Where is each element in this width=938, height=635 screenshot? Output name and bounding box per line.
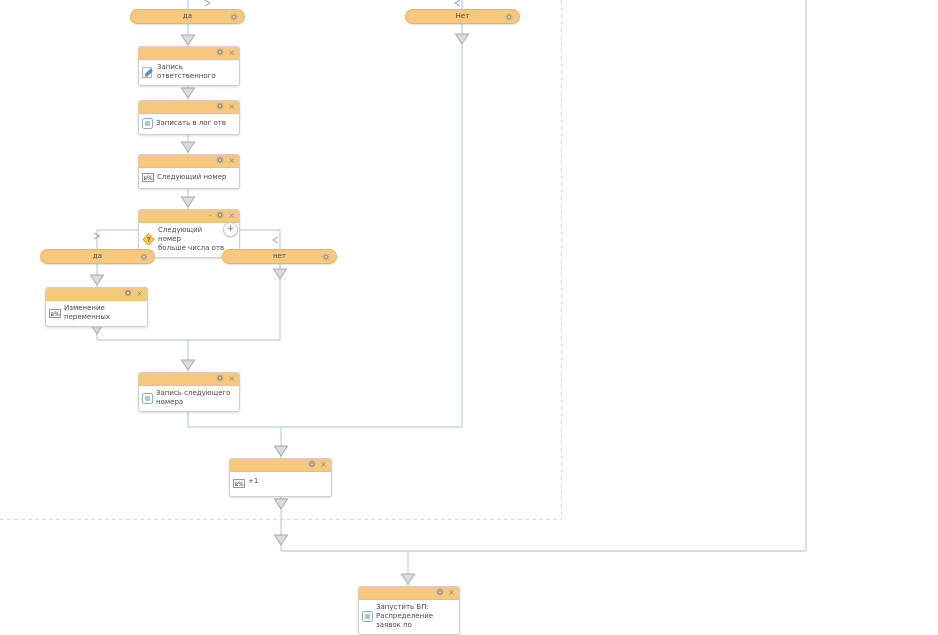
block-title: Записать в лог отв <box>156 118 226 127</box>
gear-icon[interactable] <box>216 374 224 385</box>
branch-pill-label: да <box>182 12 193 20</box>
script-block-write-log[interactable]: × Записать в лог отв <box>138 100 240 135</box>
arrowheads <box>89 33 470 585</box>
block-header: × <box>139 47 239 60</box>
script-block-record-next-number[interactable]: × Запись следующего номера <box>138 372 240 413</box>
block-title: Запись ответственного <box>157 63 216 81</box>
gear-icon[interactable] <box>124 289 132 300</box>
flow-connectors <box>96 0 807 635</box>
block-header: × <box>359 587 459 600</box>
gear-icon[interactable] <box>216 102 224 113</box>
branch-pill-label: да <box>92 252 103 260</box>
gateway-diamond-icon: ? <box>142 233 155 246</box>
add-branch-button[interactable]: + <box>223 222 238 237</box>
close-icon[interactable]: × <box>228 156 235 165</box>
variables-block-next-number[interactable]: × в% Следующий номер <box>138 154 240 189</box>
gear-icon[interactable] <box>216 156 224 167</box>
script-icon <box>142 118 153 129</box>
task-block-record-responsible[interactable]: × Запись ответственного <box>138 46 240 87</box>
close-icon[interactable]: × <box>228 374 235 383</box>
block-title: Запись следующего номера <box>156 389 231 407</box>
branch-pill-no-top[interactable]: Нет <box>405 9 520 24</box>
gear-icon[interactable] <box>308 460 316 471</box>
gear-icon[interactable] <box>436 588 444 599</box>
svg-text:в%: в% <box>235 481 245 488</box>
branch-pill-yes-top[interactable]: да <box>130 9 245 24</box>
script-icon <box>362 611 373 623</box>
variables-icon: в% <box>233 479 245 488</box>
block-title: Следующий номер <box>157 172 227 181</box>
gear-icon[interactable] <box>322 253 330 261</box>
close-icon[interactable]: × <box>320 460 327 469</box>
close-icon[interactable]: × <box>136 289 143 298</box>
block-header: – × <box>139 210 239 223</box>
block-header: × <box>230 459 331 472</box>
branch-pill-label: Нет <box>455 12 470 20</box>
block-title: Запустить БП: Распределение заявок по <box>376 603 456 630</box>
minimize-icon[interactable]: – <box>208 211 213 220</box>
close-icon[interactable]: × <box>228 211 235 220</box>
block-title: Следующий номер больше числа отв <box>158 226 225 253</box>
block-title-line1: Следующий номер <box>158 226 203 244</box>
edit-task-icon <box>142 66 154 78</box>
variables-icon: в% <box>49 308 61 318</box>
gear-icon[interactable] <box>216 211 224 222</box>
gear-icon[interactable] <box>140 253 148 261</box>
branch-pill-yes[interactable]: да <box>40 249 155 264</box>
block-header: × <box>139 101 239 114</box>
close-icon[interactable]: × <box>228 48 235 57</box>
block-title: +1 <box>248 476 259 485</box>
gear-icon[interactable] <box>230 13 238 21</box>
block-header: × <box>139 155 239 168</box>
branch-pill-label: нет <box>273 252 286 260</box>
svg-text:?: ? <box>147 236 151 244</box>
block-title-line2: Распределение заявок по <box>376 612 434 630</box>
close-icon[interactable]: × <box>448 588 455 597</box>
svg-text:в%: в% <box>144 175 154 182</box>
gear-icon[interactable] <box>505 13 513 21</box>
gateway-block-next-number-greater[interactable]: – × ? Следующий номер больше числа отв + <box>138 209 240 259</box>
block-title: Изменение переменных <box>64 304 111 322</box>
block-title-line1: Запустить БП: <box>376 603 429 611</box>
close-icon[interactable]: × <box>228 102 235 111</box>
variables-block-increment[interactable]: × в% +1 <box>229 458 332 497</box>
branch-pill-no[interactable]: нет <box>222 249 337 264</box>
script-block-start-process[interactable]: × Запустить БП: Распределение заявок по <box>358 586 460 635</box>
block-header: × <box>139 373 239 386</box>
connector-chevrons <box>93 0 461 244</box>
svg-text:в%: в% <box>51 310 61 317</box>
script-icon <box>142 392 153 404</box>
variables-block-change-variables[interactable]: × в% Изменение переменных <box>45 287 148 328</box>
gear-icon[interactable] <box>216 48 224 59</box>
block-header: × <box>46 288 147 301</box>
block-title-line2: больше числа отв <box>158 244 225 253</box>
variables-icon: в% <box>142 173 154 182</box>
